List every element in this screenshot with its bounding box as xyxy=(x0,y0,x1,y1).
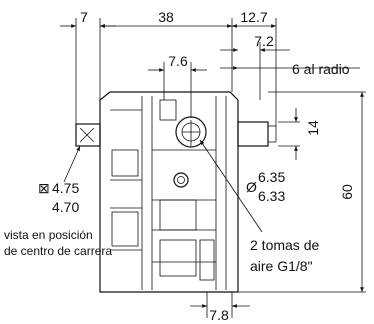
dim-bottom-offset-label: 7.8 xyxy=(209,307,229,323)
dim-shaft-height-label: 14 xyxy=(305,120,321,136)
dim-port-offset: 7.6 xyxy=(148,53,207,72)
dim-overall-height: 60 xyxy=(339,92,364,292)
dim-right-top-width: 12.7 xyxy=(232,9,276,28)
square-tolerance-lower: 4.70 xyxy=(52,199,79,215)
dim-left-offset-label: 7 xyxy=(80,9,88,25)
gripper-body xyxy=(75,91,277,293)
dim-port-spacing-label: 7.2 xyxy=(254,33,274,49)
air-ports-line2: aire G1/8" xyxy=(250,258,313,274)
dim-shaft-height: 14 xyxy=(294,108,321,160)
diameter-symbol: Ø xyxy=(246,179,257,195)
air-port-lower xyxy=(173,172,189,188)
air-ports-line1: 2 tomas de xyxy=(250,237,319,253)
dim-body-width-label: 38 xyxy=(158,9,174,25)
diameter-tolerance-upper: 6.35 xyxy=(258,169,285,185)
dim-port-spacing: 7.2 xyxy=(220,33,290,52)
square-tolerance-callout: ⊠ 4.75 4.70 xyxy=(38,145,81,215)
dim-right-top-width-label: 12.7 xyxy=(240,9,267,25)
dim-overall-height-label: 60 xyxy=(339,184,355,200)
square-tolerance-upper: 4.75 xyxy=(52,180,79,196)
stroke-position-note: vista en posición de centro de carrera xyxy=(4,228,112,258)
dim-radius-label: 6 al radio xyxy=(292,61,350,77)
square-symbol: ⊠ xyxy=(38,180,50,196)
dim-port-offset-label: 7.6 xyxy=(168,53,188,69)
dim-left-offset: 7 xyxy=(60,9,116,28)
dim-radius: 6 al radio xyxy=(220,61,350,77)
dim-bottom-offset: 7.8 xyxy=(190,304,250,323)
stroke-position-line1: vista en posición xyxy=(4,228,93,242)
dim-body-width: 38 xyxy=(100,9,232,28)
diameter-callout: Ø 6.35 6.33 xyxy=(246,169,285,204)
stroke-position-line2: de centro de carrera xyxy=(4,244,112,258)
air-ports-note: 2 tomas de aire G1/8" xyxy=(199,139,319,274)
diameter-tolerance-lower: 6.33 xyxy=(258,188,285,204)
